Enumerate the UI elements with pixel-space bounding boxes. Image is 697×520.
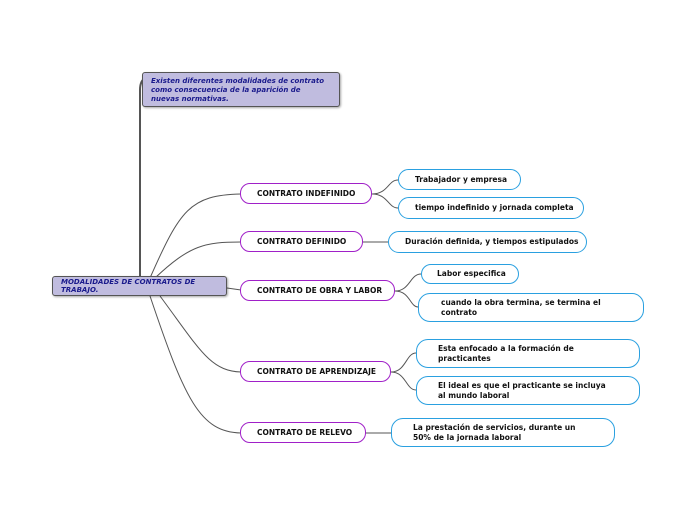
subtopic-label: Labor especifica	[437, 269, 506, 278]
subtopic-obra-2[interactable]: cuando la obra termina, se termina el co…	[418, 293, 644, 322]
topic-label: CONTRATO INDEFINIDO	[257, 189, 356, 198]
link-aprendizaje-1	[390, 352, 417, 373]
topic-contrato-relevo[interactable]: CONTRATO DE RELEVO	[240, 422, 366, 443]
subtopic-label: El ideal es que el practicante se incluy…	[438, 380, 606, 400]
subtopic-indefinido-1[interactable]: Trabajador y empresa	[398, 169, 521, 190]
subtopic-label: cuando la obra termina, se termina el co…	[441, 297, 601, 317]
note-text: Existen diferentes modalidades de contra…	[151, 77, 325, 103]
link-obra-2	[394, 290, 419, 308]
subtopic-label: Duración definida, y tiempos estipulados	[405, 237, 579, 246]
subtopic-definido-1[interactable]: Duración definida, y tiempos estipulados	[388, 231, 587, 253]
link-root-note	[139, 77, 147, 280]
topic-label: CONTRATO DE OBRA Y LABOR	[257, 286, 383, 295]
link-root-relevo	[149, 295, 242, 434]
link-root-definido	[154, 241, 242, 279]
topic-contrato-definido[interactable]: CONTRATO DEFINIDO	[240, 231, 363, 252]
link-root-indefinido	[149, 193, 242, 279]
subtopic-aprendizaje-1[interactable]: Esta enfocado a la formación de practica…	[416, 339, 640, 368]
topic-label: CONTRATO DE APRENDIZAJE	[257, 367, 376, 376]
topic-label: CONTRATO DE RELEVO	[257, 428, 353, 437]
link-indefinido-1	[371, 179, 399, 195]
subtopic-obra-1[interactable]: Labor especifica	[421, 264, 519, 284]
subtopic-label: Trabajador y empresa	[415, 174, 508, 184]
subtopic-label: La prestación de servicios, durante un 5…	[413, 422, 576, 442]
subtopic-label: tiempo indefinido y jornada completa	[415, 203, 574, 212]
topic-contrato-aprendizaje[interactable]: CONTRATO DE APRENDIZAJE	[240, 361, 391, 382]
note-box[interactable]: Existen diferentes modalidades de contra…	[142, 72, 340, 107]
topic-contrato-obra-labor[interactable]: CONTRATO DE OBRA Y LABOR	[240, 280, 395, 301]
link-root-obra	[226, 287, 242, 291]
subtopic-indefinido-2[interactable]: tiempo indefinido y jornada completa	[398, 197, 584, 219]
subtopic-relevo-1[interactable]: La prestación de servicios, durante un 5…	[391, 418, 615, 447]
link-indefinido-2	[371, 193, 399, 209]
topic-contrato-indefinido[interactable]: CONTRATO INDEFINIDO	[240, 183, 372, 204]
link-aprendizaje-2	[390, 371, 417, 391]
topic-label: CONTRATO DEFINIDO	[257, 237, 347, 246]
root-topic[interactable]: MODALIDADES DE CONTRATOS DE TRABAJO.	[52, 276, 227, 296]
link-root-aprendizaje	[159, 295, 242, 373]
root-topic-label: MODALIDADES DE CONTRATOS DE TRABAJO.	[61, 278, 196, 294]
subtopic-label: Esta enfocado a la formación de practica…	[438, 343, 574, 363]
subtopic-aprendizaje-2[interactable]: El ideal es que el practicante se incluy…	[416, 376, 640, 405]
link-obra-1	[394, 273, 422, 292]
